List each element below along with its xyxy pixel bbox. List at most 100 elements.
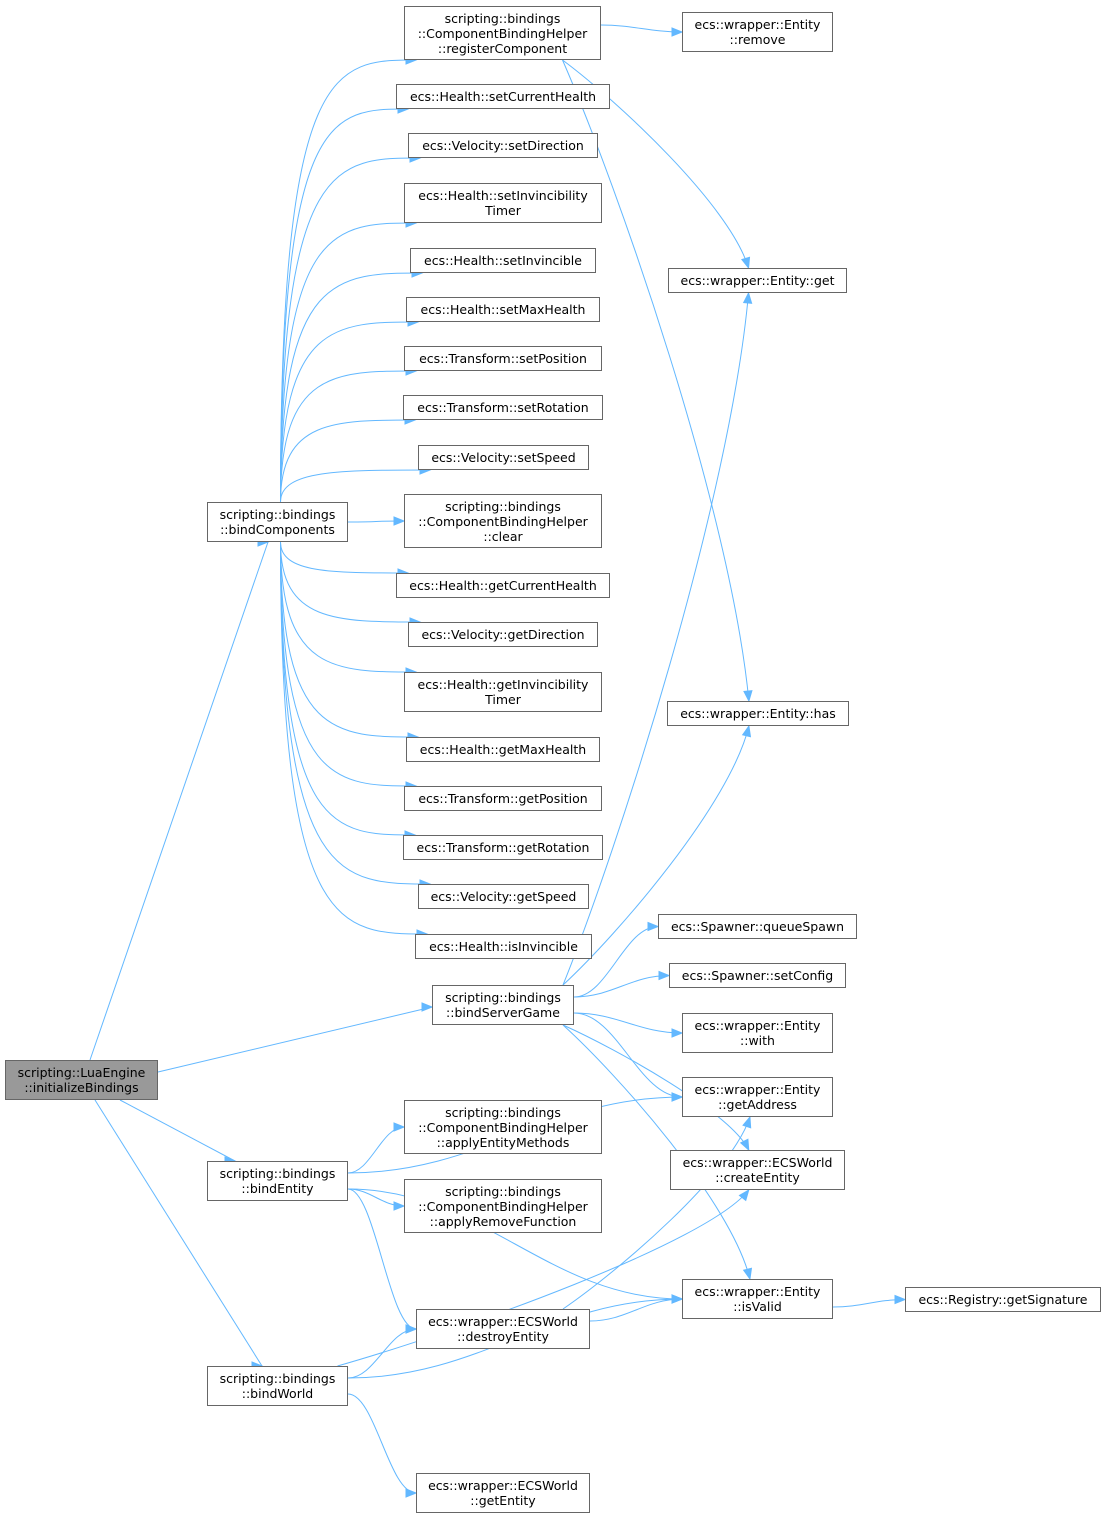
edge-bindWorld-to-destroyEntity: [347, 1328, 417, 1379]
node-is-valid[interactable]: ecs::wrapper::Entity ::isValid: [682, 1279, 833, 1319]
node-set-rotation[interactable]: ecs::Transform::setRotation: [403, 395, 603, 420]
edge-bindServerGame-to-isValid: [562, 1024, 751, 1280]
node-set-direction[interactable]: ecs::Velocity::setDirection: [408, 133, 598, 158]
edge-init-to-bindComponents: [89, 541, 269, 1061]
node-set-config[interactable]: ecs::Spawner::setConfig: [669, 963, 846, 988]
node-set-position[interactable]: ecs::Transform::setPosition: [404, 346, 602, 371]
edge-bindComponents-to-setCurrentHealth: [280, 108, 409, 503]
edge-bindEntity-to-isValid: [347, 1188, 683, 1300]
edge-arrowhead: [741, 256, 751, 270]
edge-arrowhead: [421, 1002, 434, 1012]
node-set-max-health[interactable]: ecs::Health::setMaxHealth: [406, 297, 600, 322]
node-with[interactable]: ecs::wrapper::Entity ::with: [682, 1013, 833, 1053]
edge-bindComponents-to-setDirection: [280, 157, 421, 503]
edge-init-to-bindServerGame: [157, 1006, 433, 1073]
edge-arrowhead: [671, 27, 684, 37]
edge-arrowhead: [405, 1324, 418, 1334]
node-clear[interactable]: scripting::bindings ::ComponentBindingHe…: [404, 494, 602, 548]
edge-bindComponents-to-setRotation: [280, 419, 416, 503]
edge-arrowhead: [894, 1294, 907, 1305]
edge-bindComponents-to-clear: [347, 520, 405, 523]
edge-arrowhead: [393, 1201, 406, 1211]
node-get-position[interactable]: ecs::Transform::getPosition: [404, 786, 602, 811]
edge-bindServerGame-to-createEntity: [562, 1024, 750, 1151]
node-bind-server-game[interactable]: scripting::bindings ::bindServerGame: [432, 985, 574, 1025]
edge-bindComponents-to-getMaxHealth: [280, 541, 419, 738]
edge-arrowhead: [647, 921, 660, 932]
node-get-current-health[interactable]: ecs::Health::getCurrentHealth: [396, 573, 610, 598]
node-destroy-entity[interactable]: ecs::wrapper::ECSWorld ::destroyEntity: [416, 1309, 590, 1349]
node-get[interactable]: ecs::wrapper::Entity::get: [668, 268, 847, 293]
node-init: scripting::LuaEngine ::initializeBinding…: [5, 1060, 158, 1100]
edge-bindComponents-to-getRotation: [280, 541, 416, 836]
edge-bindComponents-to-setInvincible: [280, 272, 423, 503]
node-get-rotation[interactable]: ecs::Transform::getRotation: [403, 835, 603, 860]
edge-registerComponent-to-get: [562, 59, 750, 269]
node-set-speed[interactable]: ecs::Velocity::setSpeed: [418, 445, 589, 470]
edge-bindComponents-to-setMaxHealth: [280, 321, 419, 503]
node-bind-entity[interactable]: scripting::bindings ::bindEntity: [207, 1161, 348, 1201]
edge-arrowhead: [671, 1028, 684, 1038]
node-has[interactable]: ecs::wrapper::Entity::has: [667, 701, 849, 726]
node-get-entity[interactable]: ecs::wrapper::ECSWorld ::getEntity: [416, 1473, 590, 1513]
edge-bindServerGame-to-has: [562, 725, 750, 986]
node-bind-world[interactable]: scripting::bindings ::bindWorld: [207, 1366, 348, 1406]
edge-arrowhead: [393, 516, 406, 526]
node-set-current-health[interactable]: ecs::Health::setCurrentHealth: [396, 84, 610, 109]
edge-bindEntity-to-applyEntityMethods: [347, 1126, 405, 1174]
edge-arrowhead: [739, 1138, 750, 1152]
node-get-max-health[interactable]: ecs::Health::getMaxHealth: [406, 737, 600, 762]
edge-arrowhead: [738, 1188, 750, 1202]
edge-arrowhead: [741, 724, 752, 738]
node-apply-remove-function[interactable]: scripting::bindings ::ComponentBindingHe…: [404, 1179, 602, 1233]
edge-registerComponent-to-has: [562, 59, 750, 702]
edge-bindServerGame-to-get: [562, 292, 750, 986]
edge-bindComponents-to-getDirection: [280, 541, 421, 623]
node-get-address[interactable]: ecs::wrapper::Entity ::getAddress: [682, 1077, 833, 1117]
edge-isValid-to-getSignature: [832, 1299, 906, 1308]
edge-bindServerGame-to-queueSpawn: [573, 926, 659, 998]
edge-arrowhead: [658, 970, 671, 981]
edge-arrowhead: [671, 1092, 684, 1102]
node-get-speed[interactable]: ecs::Velocity::getSpeed: [418, 884, 589, 909]
edge-bindComponents-to-getSpeed: [280, 541, 431, 885]
edge-arrowhead: [743, 690, 753, 703]
node-set-invincible[interactable]: ecs::Health::setInvincible: [410, 248, 596, 273]
edge-bindWorld-to-createEntity: [337, 1189, 750, 1367]
node-get-invincibility-timer[interactable]: ecs::Health::getInvincibility Timer: [404, 672, 602, 712]
node-set-invincibility-timer[interactable]: ecs::Health::setInvincibility Timer: [404, 183, 602, 223]
edge-bindServerGame-to-getAddress: [573, 1012, 683, 1098]
edge-arrowhead: [742, 1267, 753, 1281]
node-bind-components[interactable]: scripting::bindings ::bindComponents: [207, 502, 348, 542]
edge-registerComponent-to-remove: [600, 24, 683, 33]
node-apply-entity-methods[interactable]: scripting::bindings ::ComponentBindingHe…: [404, 1100, 602, 1154]
edge-arrowhead: [405, 1488, 418, 1498]
edge-bindComponents-to-setInvincibilityTimer: [280, 222, 417, 503]
edge-arrowhead: [393, 1122, 406, 1132]
edge-arrowhead: [671, 1294, 684, 1304]
edge-bindEntity-to-destroyEntity: [347, 1188, 417, 1330]
edge-init-to-bindEntity: [119, 1099, 236, 1162]
node-get-signature[interactable]: ecs::Registry::getSignature: [905, 1287, 1101, 1312]
edge-bindComponents-to-getPosition: [280, 541, 417, 787]
edge-bindComponents-to-setSpeed: [280, 469, 431, 503]
node-get-direction[interactable]: ecs::Velocity::getDirection: [408, 622, 598, 647]
node-create-entity[interactable]: ecs::wrapper::ECSWorld ::createEntity: [670, 1150, 845, 1190]
edge-arrowhead: [742, 1115, 752, 1129]
node-queue-spawn[interactable]: ecs::Spawner::queueSpawn: [658, 914, 857, 939]
edge-arrowhead: [742, 291, 753, 304]
edge-destroyEntity-to-getAddress: [562, 1116, 751, 1310]
edge-init-to-bindWorld: [94, 1099, 263, 1367]
edge-bindWorld-to-getEntity: [347, 1393, 417, 1494]
node-is-invincible[interactable]: ecs::Health::isInvincible: [415, 934, 592, 959]
edge-bindComponents-to-registerComponent: [280, 59, 417, 503]
edge-bindComponents-to-isInvincible: [280, 541, 428, 935]
node-register-component[interactable]: scripting::bindings ::ComponentBindingHe…: [404, 6, 601, 60]
edge-bindComponents-to-getCurrentHealth: [280, 541, 409, 574]
node-remove[interactable]: ecs::wrapper::Entity ::remove: [682, 12, 833, 52]
edge-bindComponents-to-getInvincibilityTimer: [280, 541, 417, 673]
edge-bindComponents-to-setPosition: [280, 370, 417, 503]
edge-destroyEntity-to-isValid: [589, 1298, 683, 1322]
